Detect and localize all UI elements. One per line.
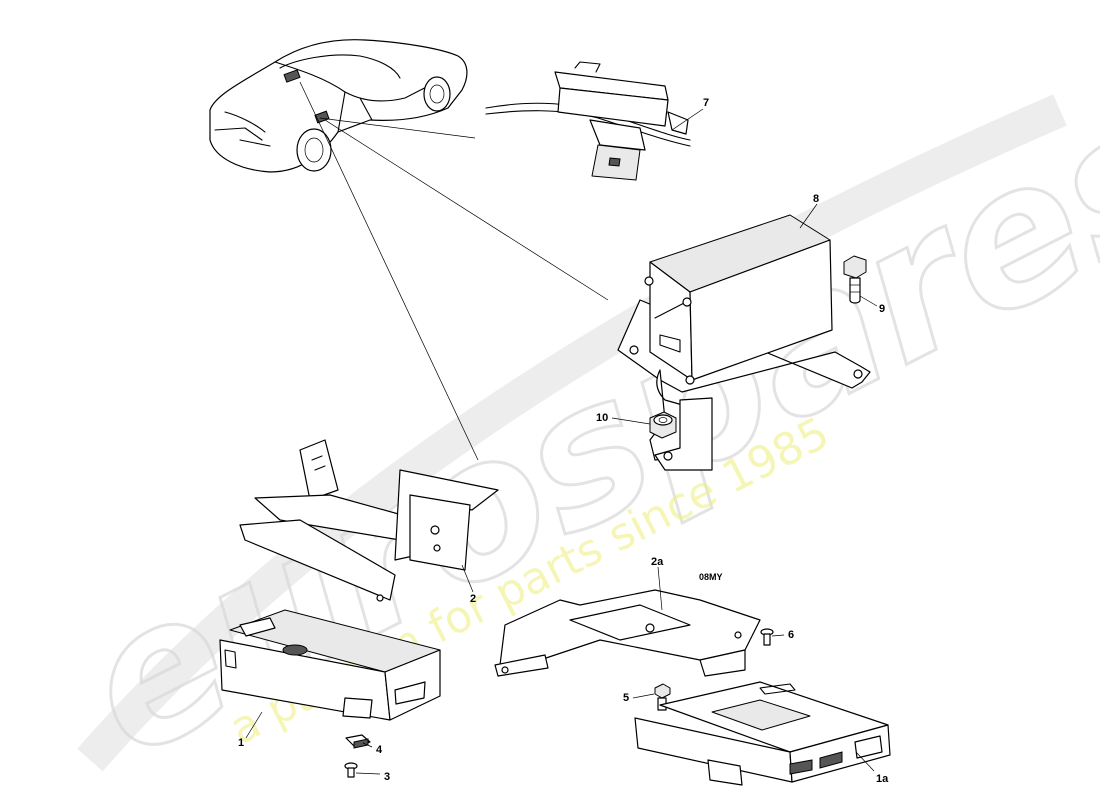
part-6-screw	[760, 628, 774, 646]
callout-10: 10	[596, 412, 608, 424]
callout-1a: 1a	[876, 773, 889, 785]
part-1a-module	[634, 681, 891, 786]
callout-4: 4	[376, 744, 383, 756]
part-1-module	[219, 609, 441, 721]
svg-text:eurospares: eurospares	[50, 58, 1100, 800]
callout-3: 3	[384, 771, 390, 783]
part-8-control-module	[617, 214, 871, 471]
callout-8: 8	[813, 193, 819, 205]
callout-1: 1	[238, 737, 244, 749]
callout-7: 7	[703, 97, 709, 109]
car-leaders	[299, 81, 609, 461]
part-3-screw	[344, 762, 358, 778]
callout-5: 5	[623, 692, 629, 704]
callout-leaders	[245, 108, 878, 775]
callout-6: 6	[788, 629, 794, 641]
part-2-bracket	[239, 439, 499, 602]
part-2a-bracket	[494, 589, 761, 677]
car-illustration	[209, 39, 468, 173]
callout-2: 2	[470, 593, 476, 605]
callouts: 1 1a 2 2a 3 4 5 6 7 8 9 10 08MY	[238, 97, 889, 785]
part-10-nut	[649, 411, 677, 439]
model-year-note: 08MY	[699, 572, 723, 582]
callout-2a: 2a	[651, 556, 664, 568]
watermark: eurospares a passion for parts since 198…	[49, 56, 1100, 800]
part-9-bolt	[843, 255, 867, 304]
part-4-clip	[345, 734, 371, 749]
callout-9: 9	[879, 303, 885, 315]
part-7-sensor-harness	[485, 61, 691, 181]
